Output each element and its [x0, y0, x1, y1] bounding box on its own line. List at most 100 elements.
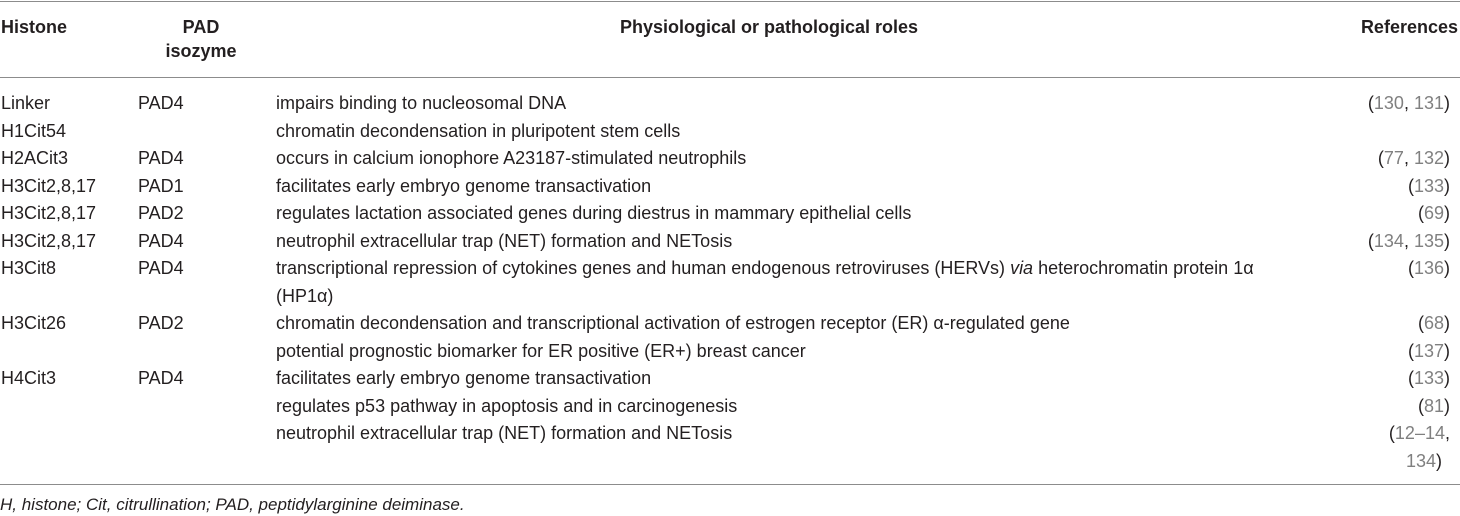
header-pad-line2: isozyme [165, 41, 237, 61]
role-line: potential prognostic biomarker for ER po… [276, 340, 806, 361]
pad-cell: PAD4 [138, 368, 184, 388]
role-line: regulates p53 pathway in apoptosis and i… [276, 395, 738, 416]
role-line: chromatin decondensation and transcripti… [276, 313, 1070, 333]
reference-link[interactable]: 131 [1413, 93, 1444, 113]
histone-cell: H3Cit2,8,17 [1, 203, 97, 223]
role-text: heterochromatin protein 1α [1033, 258, 1254, 278]
ref-paren: ) [1444, 340, 1450, 361]
role-line: neutrophil extracellular trap (NET) form… [276, 423, 733, 443]
ref-separator: , [1403, 230, 1414, 251]
reference-link[interactable]: 137 [1413, 340, 1444, 361]
reference-cell: (136) [1340, 255, 1450, 283]
histone-cell: H4Cit3 [1, 368, 57, 388]
ref-paren: ) [1444, 175, 1450, 196]
role-cell: facilitates early embryo genome transact… [276, 175, 652, 196]
reference-link[interactable]: 130 [1373, 93, 1404, 113]
ref-paren: ) [1436, 450, 1442, 471]
reference-link[interactable]: 134 [1405, 450, 1436, 471]
pad-cell: PAD4 [138, 258, 184, 278]
role-cell: facilitates early embryo genome transact… [276, 365, 1346, 448]
pad-cell: PAD4 [138, 230, 184, 251]
histone-cell: H3Cit26 [1, 313, 67, 333]
ref-paren: ) [1444, 230, 1450, 251]
table-top-rule [0, 1, 1460, 2]
reference-link[interactable]: 69 [1423, 203, 1444, 223]
reference-cell: (77, 132) [1340, 145, 1450, 173]
reference-link[interactable]: 133 [1413, 368, 1444, 388]
role-cell: neutrophil extracellular trap (NET) form… [276, 230, 733, 251]
header-histone: Histone [1, 17, 68, 37]
reference-link[interactable]: 77 [1383, 148, 1404, 168]
pad-cell: PAD2 [138, 203, 184, 223]
role-cell: impairs binding to nucleosomal DNA chrom… [276, 90, 1346, 145]
reference-line: (137) [1340, 338, 1450, 366]
reference-link[interactable]: 81 [1423, 395, 1444, 416]
reference-cell: (133) (81) (12–14, 134) [1340, 365, 1450, 475]
ref-paren: ( [1417, 203, 1424, 223]
ref-paren: ( [1417, 313, 1424, 333]
reference-link[interactable]: 132 [1413, 148, 1444, 168]
pad-cell: PAD2 [138, 313, 184, 333]
ref-paren: ( [1367, 230, 1374, 251]
reference-cell: (133) [1340, 173, 1450, 201]
ref-separator: , [1403, 93, 1414, 113]
histone-line2: H1Cit54 [1, 120, 67, 141]
ref-paren: ( [1377, 148, 1384, 168]
ref-paren: ) [1444, 203, 1450, 223]
pad-cell: PAD1 [138, 175, 184, 196]
role-cell: chromatin decondensation and transcripti… [276, 310, 1346, 365]
role-text: transcriptional repression of cytokines … [276, 258, 1011, 278]
reference-line: (68) [1340, 310, 1450, 338]
reference-cell: (130, 131) [1340, 90, 1450, 118]
ref-paren: ) [1444, 258, 1450, 278]
histone-cell: H3Cit8 [1, 258, 57, 278]
table-bottom-rule [0, 484, 1460, 485]
reference-cell: (134, 135) [1340, 228, 1450, 256]
ref-paren: ) [1444, 313, 1450, 333]
histone-cell: H3Cit2,8,17 [1, 175, 97, 196]
ref-paren: ( [1388, 423, 1395, 443]
ref-paren: ( [1407, 368, 1414, 388]
role-text-italic: via [1010, 258, 1034, 278]
role-line: facilitates early embryo genome transact… [276, 368, 652, 388]
ref-paren: ( [1367, 93, 1374, 113]
header-pad-isozyme: PAD isozyme [146, 15, 256, 63]
ref-paren: ( [1417, 395, 1424, 416]
reference-cell: (69) [1340, 200, 1450, 228]
header-rule [0, 77, 1460, 78]
ref-paren: ) [1444, 93, 1450, 113]
role-line: chromatin decondensation in pluripotent … [276, 120, 681, 141]
pad-cell: PAD4 [138, 148, 184, 168]
histone-cell: Linker H1Cit54 [1, 90, 66, 145]
reference-link[interactable]: 68 [1423, 313, 1444, 333]
ref-paren: ( [1407, 175, 1414, 196]
header-roles: Physiological or pathological roles [620, 17, 919, 37]
reference-link[interactable]: 133 [1413, 175, 1444, 196]
role-cell: transcriptional repression of cytokines … [276, 255, 1346, 310]
reference-line: 134) [1340, 448, 1450, 476]
reference-line: (12–14, [1340, 420, 1450, 448]
table-footnote: H, histone; Cit, citrullination; PAD, pe… [0, 495, 465, 514]
reference-link[interactable]: 135 [1413, 230, 1444, 251]
ref-separator: , [1403, 148, 1414, 168]
header-references: References [1360, 17, 1458, 37]
ref-paren: ( [1407, 340, 1414, 361]
role-line: (HP1α) [276, 285, 334, 306]
role-cell: regulates lactation associated genes dur… [276, 203, 912, 223]
histone-line1: Linker [1, 93, 51, 113]
reference-link[interactable]: 134 [1373, 230, 1404, 251]
reference-line: (133) [1340, 365, 1450, 393]
role-line: transcriptional repression of cytokines … [276, 255, 1346, 283]
role-line: impairs binding to nucleosomal DNA [276, 93, 567, 113]
ref-paren: ) [1444, 368, 1450, 388]
reference-link[interactable]: 136 [1413, 258, 1444, 278]
reference-line: (81) [1340, 393, 1450, 421]
role-cell: occurs in calcium ionophore A23187-stimu… [276, 148, 747, 168]
ref-paren: ( [1407, 258, 1414, 278]
ref-separator: , [1444, 423, 1450, 443]
reference-link[interactable]: 12–14 [1394, 423, 1445, 443]
ref-paren: ) [1444, 148, 1450, 168]
histone-cell: H2ACit3 [1, 148, 69, 168]
pad-cell: PAD4 [138, 93, 184, 113]
ref-paren: ) [1444, 395, 1450, 416]
